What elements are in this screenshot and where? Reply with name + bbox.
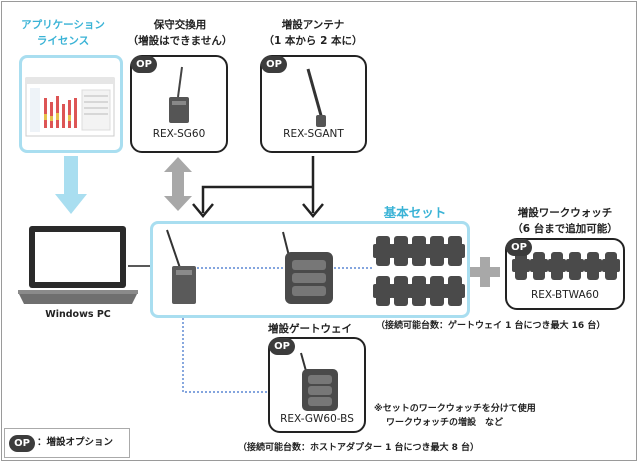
addon-gateway-link: [182, 318, 270, 393]
gateway-addon-note-line1: ※セットのワークウォッチを分けて使用: [374, 404, 536, 414]
antenna-icon: [306, 68, 326, 127]
workwatch-grid: [373, 236, 465, 306]
gateway-icon: [282, 231, 333, 304]
basic-set-box: [150, 221, 470, 318]
gateway-addon-box: [268, 337, 366, 433]
pc-label: Windows PC: [45, 309, 111, 320]
software-screenshot-icon: [25, 77, 115, 137]
spare-title-line2: （増設はできません）: [127, 35, 233, 47]
host-adapter-icon: [166, 229, 196, 304]
antenna-arrow: [192, 156, 324, 218]
legend-text: ：増設オプション: [37, 437, 114, 448]
antenna-title-line1: 増設アンテナ: [281, 19, 345, 31]
basic-set-title: 基本セット: [383, 205, 447, 220]
spare-op-badge: OP: [131, 56, 157, 73]
gateway-addon-note-line2: ワークウォッチの増設 など: [386, 418, 504, 428]
legend-box: [4, 428, 130, 458]
watch-addon-op-badge: OP: [506, 239, 532, 256]
spare-title-line1: 保守交換用: [153, 19, 207, 31]
plus-icon: [470, 257, 500, 287]
antenna-title-line2: （1 本から 2 本に）: [263, 35, 363, 47]
watch-addon-model: REX-BTWA60: [531, 289, 599, 301]
license-box: [19, 55, 123, 153]
spare-swap-arrow: [164, 157, 192, 211]
gateway-addon-model: REX-GW60-BS: [280, 413, 354, 425]
license-title-line1: アプリケーション: [21, 19, 105, 31]
gateway-addon-capacity-note: （接続可能台数：ホストアダプター 1 台につき最大 8 台）: [238, 443, 480, 453]
license-to-pc-arrow: [55, 156, 87, 214]
gateway-device-icon: [169, 66, 189, 123]
watch-addon-title-line1: 増設ワークウォッチ: [517, 207, 613, 219]
license-title-line2: ライセンス: [36, 35, 90, 47]
gateway-addon-title: 増設ゲートウェイ: [268, 323, 352, 335]
gateway-device-icon: [300, 352, 338, 411]
basic-set-capacity-note: （接続可能台数：ゲートウェイ 1 台につき最大 16 台）: [376, 321, 606, 331]
spare-model: REX-SG60: [152, 128, 206, 140]
antenna-op-badge: OP: [261, 56, 287, 73]
workwatch-icons: [512, 252, 620, 280]
antenna-model: REX-SGANT: [283, 128, 344, 140]
gateway-addon-op-badge: OP: [269, 338, 295, 355]
legend-op-badge: OP: [9, 435, 35, 452]
watch-addon-title-line2: （6 台まで追加可能）: [512, 223, 618, 235]
